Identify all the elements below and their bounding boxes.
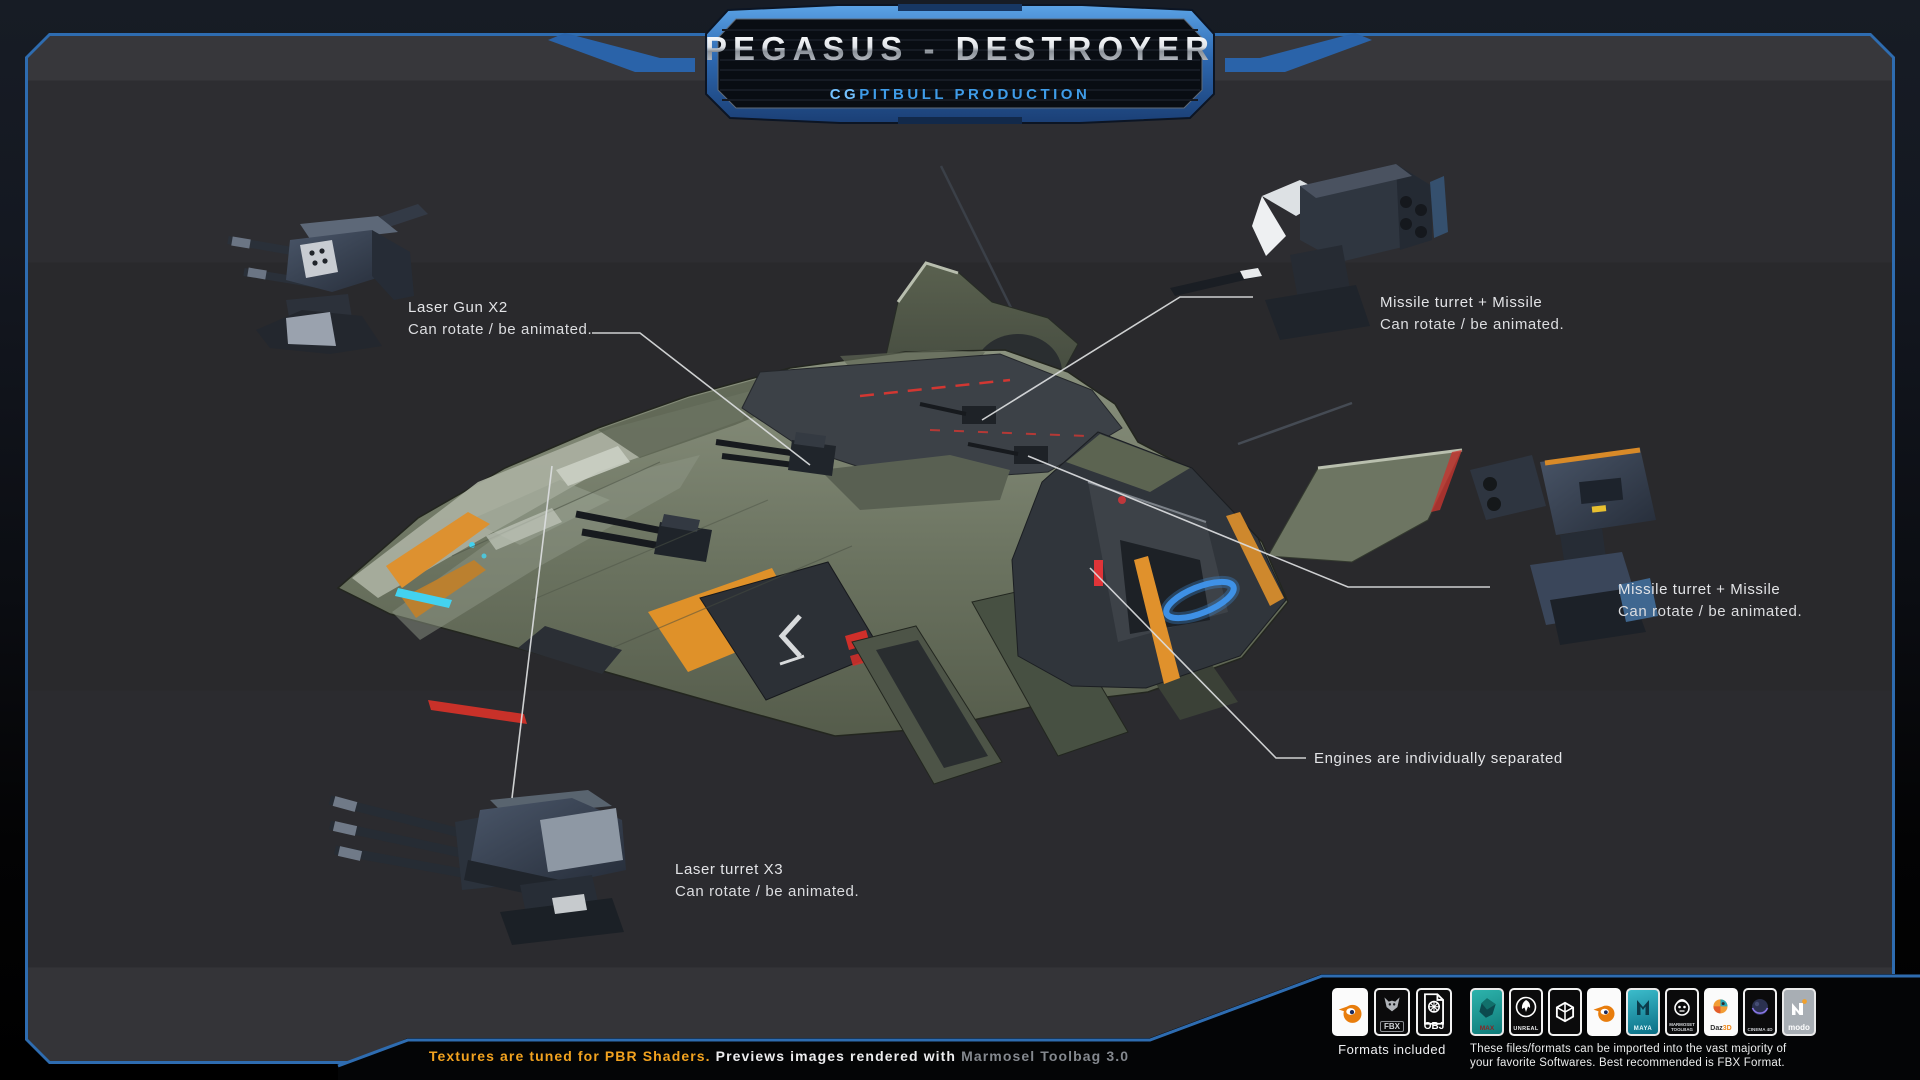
formats-label: Formats included xyxy=(1338,1042,1446,1057)
callout-title: Engines are individually separated xyxy=(1314,750,1563,767)
obj-label: OBJ xyxy=(1423,1021,1445,1032)
3ds-max-icon: MAX xyxy=(1470,988,1504,1036)
blender-icon xyxy=(1587,988,1621,1036)
modo-label: modo xyxy=(1788,1023,1810,1032)
daz-label: Daz xyxy=(1710,1025,1723,1032)
background-panel-inner xyxy=(28,36,1892,1061)
3ds-max-label: MAX xyxy=(1479,1025,1495,1032)
unity-icon xyxy=(1548,988,1582,1036)
callout-title: Missile turret + Missile xyxy=(1618,581,1781,598)
studio-name: CGPITBULL PRODUCTION xyxy=(688,86,1232,103)
callout-subtitle: Can rotate / be animated. xyxy=(1618,603,1803,620)
callout-title: Laser Gun X2 xyxy=(408,299,508,316)
footer-highlight: Textures are tuned for PBR Shaders. xyxy=(428,1048,711,1064)
footer-note: Textures are tuned for PBR Shaders. Prev… xyxy=(408,1048,1150,1064)
studio-name-rest: PITBULL PRODUCTION xyxy=(859,86,1091,103)
unreal-label: UNREAL xyxy=(1513,1026,1539,1032)
callout-title: Laser turret X3 xyxy=(675,861,784,878)
cinema-4d-icon: CINEMA 4D xyxy=(1743,988,1777,1036)
callout-label-laser-gun-x2: Laser Gun X2 Can rotate / be animated. xyxy=(408,297,592,341)
compat-group: MAX UNREAL xyxy=(1470,988,1816,1070)
callout-title: Missile turret + Missile xyxy=(1380,294,1543,311)
footer-normal: Previews images rendered with xyxy=(715,1048,957,1064)
modo-icon: modo xyxy=(1782,988,1816,1036)
callout-label-laser-x3: Laser turret X3 Can rotate / be animated… xyxy=(675,859,859,903)
formats-group: FBX OBJ Formats included xyxy=(1332,988,1452,1057)
maya-label: MAYA xyxy=(1633,1026,1653,1032)
marmoset-label-2: TOOLBAG xyxy=(1671,1027,1693,1032)
footer-muted: Marmosel Toolbag 3.0 xyxy=(961,1048,1130,1064)
daz-label-3d: 3D xyxy=(1722,1025,1732,1032)
maya-icon: MAYA xyxy=(1626,988,1660,1036)
callout-label-missile-top: Missile turret + Missile Can rotate / be… xyxy=(1380,292,1564,336)
callout-subtitle: Can rotate / be animated. xyxy=(675,883,860,900)
callout-subtitle: Can rotate / be animated. xyxy=(408,321,593,338)
fbx-format-icon: FBX xyxy=(1374,988,1410,1036)
background-panel xyxy=(25,33,1895,1064)
fbx-label: FBX xyxy=(1380,1021,1404,1032)
banner-plate xyxy=(705,4,1215,124)
blender-format-icon xyxy=(1332,988,1368,1036)
callout-label-engines: Engines are individually separated xyxy=(1314,748,1563,770)
compat-note-line2: your favorite Softwares. Best recommende… xyxy=(1470,1057,1785,1069)
product-title: PEGASUS - DESTROYER xyxy=(688,30,1232,68)
callout-subtitle: Can rotate / be animated. xyxy=(1380,316,1565,333)
marmoset-toolbag-icon: MARMOSET TOOLBAG xyxy=(1665,988,1699,1036)
unreal-engine-icon: UNREAL xyxy=(1509,988,1543,1036)
callout-label-missile-right: Missile turret + Missile Can rotate / be… xyxy=(1618,579,1802,623)
obj-format-icon: OBJ xyxy=(1416,988,1452,1036)
cinema-4d-label: CINEMA 4D xyxy=(1747,1027,1773,1032)
studio-name-prefix: CG xyxy=(829,86,860,103)
compat-note-line1: These files/formats can be imported into… xyxy=(1470,1043,1787,1055)
daz3d-icon: Daz3D xyxy=(1704,988,1738,1036)
header-banner: PEGASUS - DESTROYER CGPITBULL PRODUCTION xyxy=(688,4,1232,124)
